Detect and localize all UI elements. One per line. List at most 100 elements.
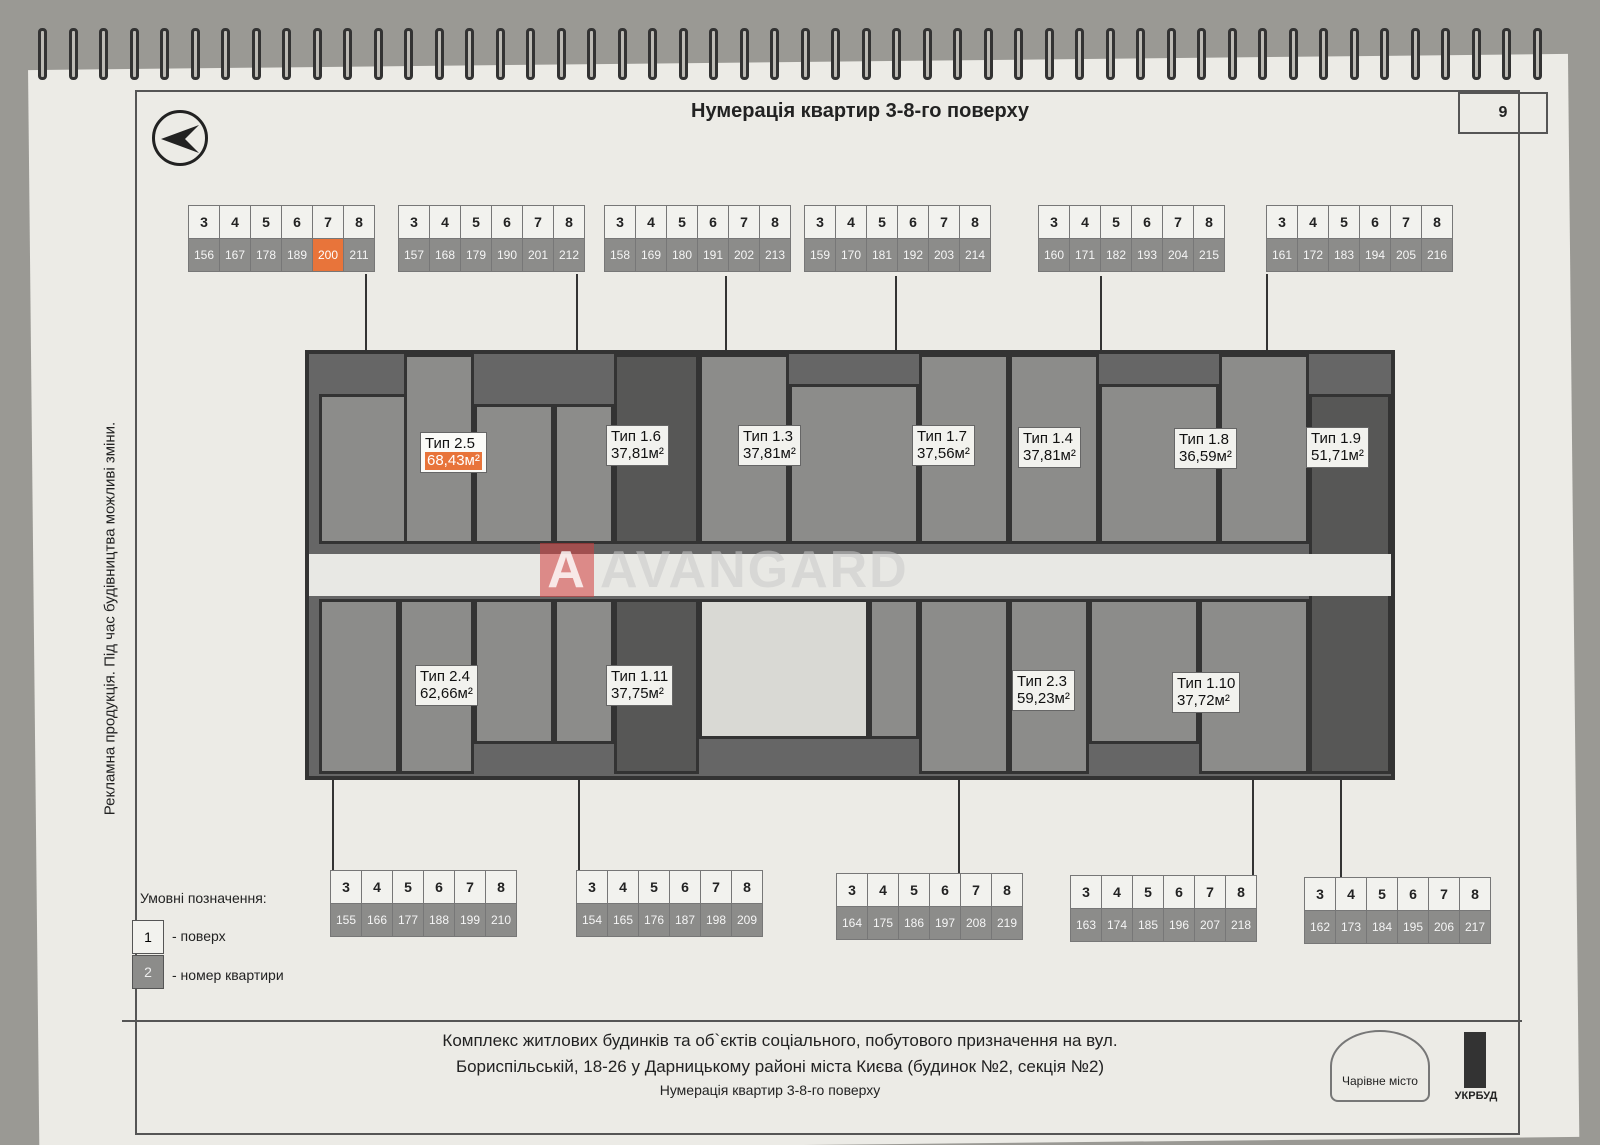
apartment-number-cell: 167 [219, 238, 251, 272]
apartment-number-cell: 180 [666, 238, 698, 272]
apartment-number-cell: 171 [1069, 238, 1101, 272]
apartment-number-cell: 182 [1100, 238, 1132, 272]
plan-room [319, 394, 409, 544]
type-name: Тип 1.4 [1023, 430, 1074, 447]
floor-cell: 5 [1132, 875, 1164, 909]
floor-cell: 5 [250, 205, 282, 239]
spiral-ring [1105, 28, 1115, 80]
apartment-number-cell: 217 [1459, 910, 1491, 944]
floor-cell: 6 [1163, 875, 1195, 909]
apartment-number-cell: 160 [1038, 238, 1070, 272]
apartment-number-cell: 184 [1366, 910, 1398, 944]
floor-cell: 8 [553, 205, 585, 239]
apartment-number-cell: 203 [928, 238, 960, 272]
apartment-number-cell: 166 [361, 903, 393, 937]
apartment-number-cell: 189 [281, 238, 313, 272]
leader-line [1340, 690, 1342, 877]
spiral-ring [434, 28, 444, 80]
floor-cell: 4 [1069, 205, 1101, 239]
floor-cell: 7 [728, 205, 760, 239]
apartment-number-cell: 198 [700, 903, 732, 937]
floor-cell: 7 [312, 205, 344, 239]
apartment-number-cell: 215 [1193, 238, 1225, 272]
apartment-number-cell: 175 [867, 906, 899, 940]
spiral-ring [709, 28, 718, 80]
spiral-ring [892, 28, 901, 80]
apartment-number-cell: 216 [1421, 238, 1453, 272]
spiral-ring [1502, 28, 1511, 80]
spiral-ring [1227, 28, 1237, 80]
spiral-ring [739, 28, 749, 80]
spiral-ring [1044, 28, 1054, 80]
spiral-ring [221, 28, 230, 80]
apartment-number-cell: 174 [1101, 908, 1133, 942]
spiral-ring [1258, 28, 1267, 80]
apartment-number-cell: 159 [804, 238, 836, 272]
apartment-number-cell: 188 [423, 903, 455, 937]
plan-room [1089, 599, 1199, 744]
floor-cell: 7 [522, 205, 554, 239]
ukrbud-logo: УКРБУД [1446, 1032, 1506, 1102]
corridor [309, 554, 1391, 596]
apartment-number-cell: 206 [1428, 910, 1460, 944]
spiral-ring [1349, 28, 1359, 80]
spiral-ring [1471, 28, 1481, 80]
apartment-number-cell: 212 [553, 238, 585, 272]
type-name: Тип 1.8 [1179, 431, 1230, 448]
floor-cell: 6 [281, 205, 313, 239]
floor-cell: 8 [343, 205, 375, 239]
floor-cell: 8 [759, 205, 791, 239]
apartment-number-cell: 178 [250, 238, 282, 272]
floor-cell: 6 [897, 205, 929, 239]
apartment-number-cell: 158 [604, 238, 636, 272]
apartment-number-cell: 179 [460, 238, 492, 272]
leader-line [332, 710, 334, 870]
apartment-number-cell: 181 [866, 238, 898, 272]
floor-cell: 8 [485, 870, 517, 904]
spiral-ring [983, 28, 993, 80]
leader-line [1252, 700, 1254, 875]
spiral-ring [922, 28, 932, 80]
apartment-number-cell: 213 [759, 238, 791, 272]
floor-cell: 4 [361, 870, 393, 904]
floor-cell: 7 [1194, 875, 1226, 909]
ukrbud-logo-text: УКРБУД [1454, 1090, 1498, 1102]
type-name: Тип 2.4 [420, 668, 471, 685]
spiral-ring [953, 28, 962, 80]
spiral-ring [465, 28, 474, 80]
floor-cell: 5 [460, 205, 492, 239]
plan-room [919, 599, 1009, 774]
spiral-ring [129, 28, 139, 80]
spiral-ring [160, 28, 169, 80]
floor-cell: 4 [429, 205, 461, 239]
floor-cell: 3 [1304, 877, 1336, 911]
floor-cell: 4 [835, 205, 867, 239]
footer-rule [122, 1020, 1522, 1082]
type-name: Тип 1.9 [1311, 430, 1362, 447]
apartment-number-cell: 169 [635, 238, 667, 272]
floor-cell: 3 [604, 205, 636, 239]
apartment-number-cell: 193 [1131, 238, 1163, 272]
apartment-number-cell: 187 [669, 903, 701, 937]
apartment-number-cell: 156 [188, 238, 220, 272]
apartment-number-cell: 196 [1163, 908, 1195, 942]
floor-cell: 7 [700, 870, 732, 904]
apartment-number-cell: 177 [392, 903, 424, 937]
charivne-misto-logo: Чарівне місто [1330, 1030, 1430, 1102]
page-number: 9 [1458, 92, 1548, 134]
spiral-ring [495, 28, 505, 80]
spiral-ring [770, 28, 779, 80]
apartment-number-cell: 190 [491, 238, 523, 272]
floor-cell: 6 [929, 873, 961, 907]
spiral-ring [1380, 28, 1389, 80]
apartment-number-cell: 199 [454, 903, 486, 937]
